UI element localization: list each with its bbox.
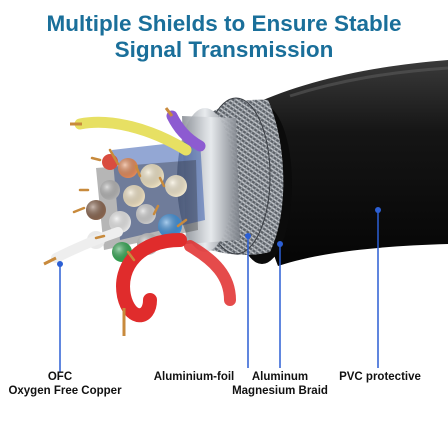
pointer-lines [59,210,379,372]
label-braid-line-1: Aluminum [251,371,309,383]
label-copper-line-1: OFC [47,371,73,383]
conductors [43,107,236,336]
label-aluminium-foil: Aluminium-foil [153,371,235,383]
headline-line-1: Multiple Shields to Ensure Stable [46,11,402,36]
pointer-dots [57,207,381,267]
headline-line-2: Signal Transmission [114,37,334,62]
label-copper-line-2: Oxygen Free Copper [8,385,122,397]
label-braid-line-2: Magnesium Braid [232,385,328,397]
label-pvc-protective: PVC protective [339,371,421,383]
